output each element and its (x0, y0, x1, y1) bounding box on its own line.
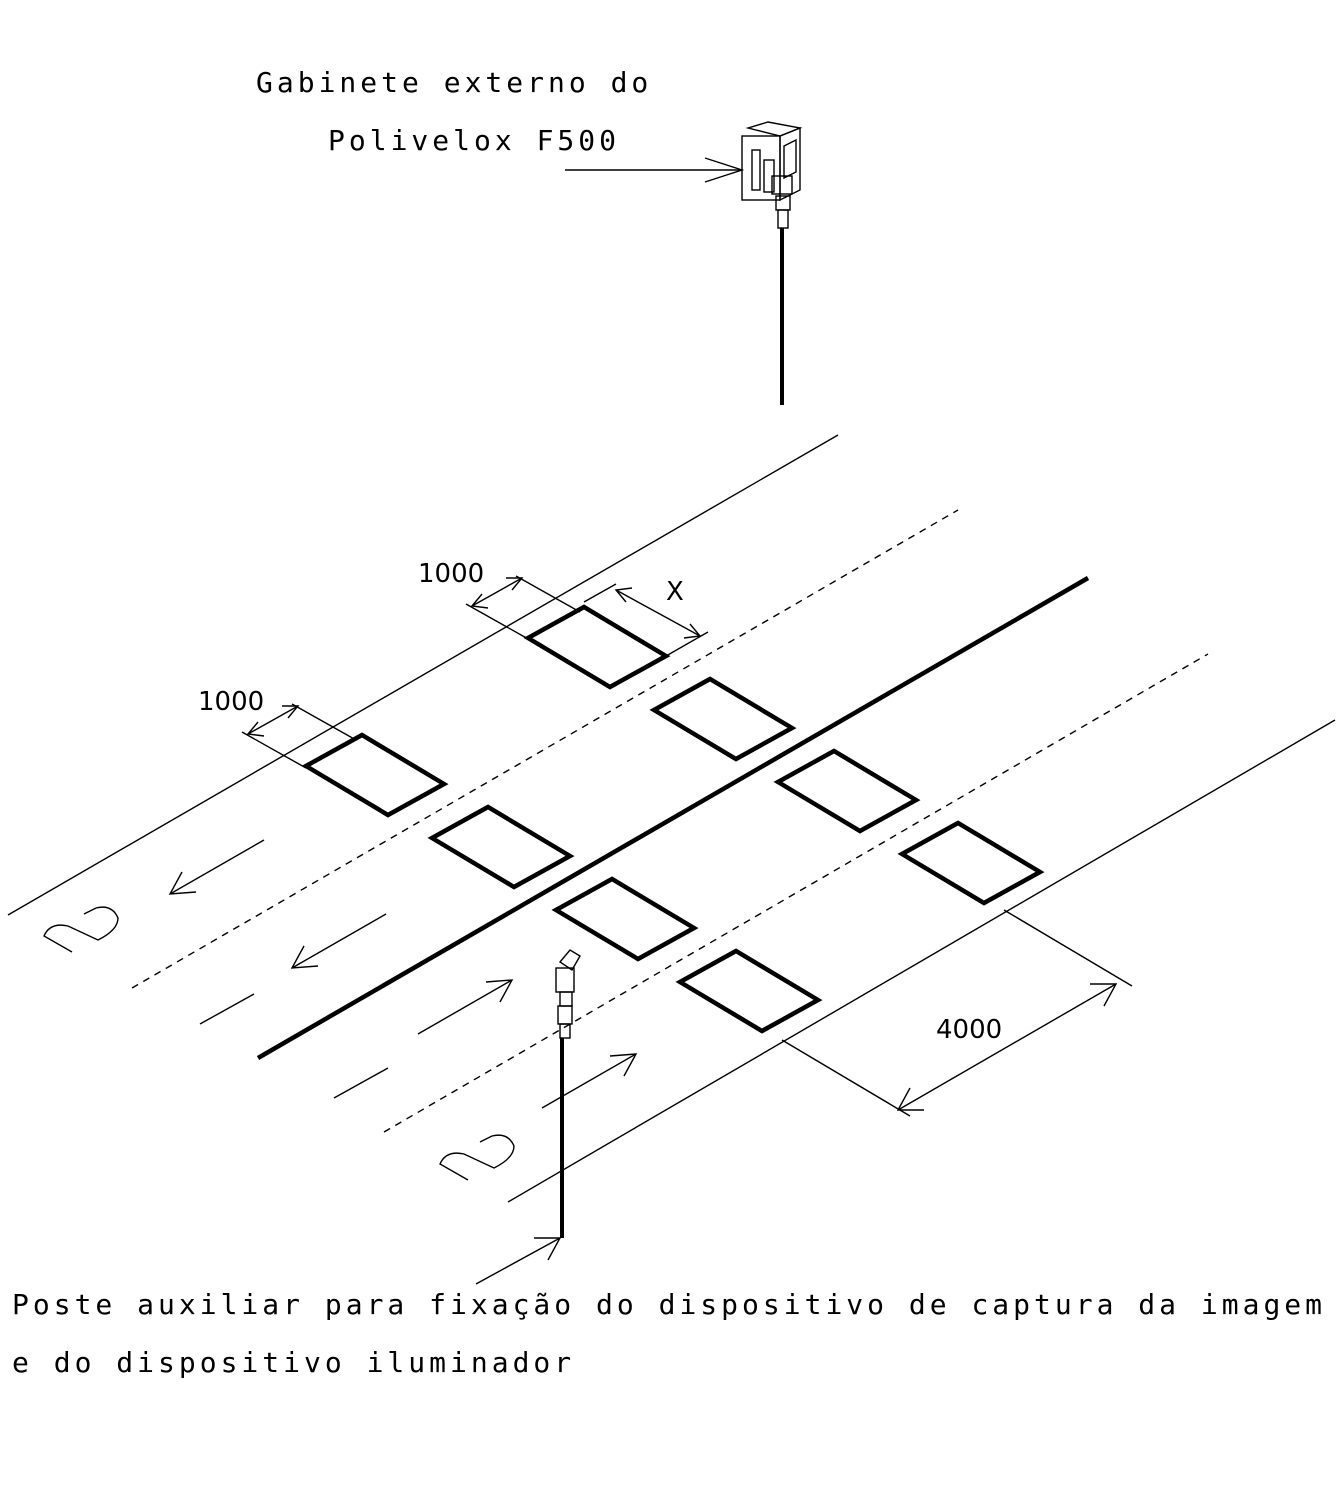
cabinet-label-line2: Polivelox F500 (328, 124, 620, 157)
pole-label-line2: e do dispositivo iluminador (12, 1346, 575, 1379)
lane-number-upper: 2 (43, 906, 119, 953)
pole-label-line1: Poste auxiliar para fixação do dispositi… (12, 1288, 1326, 1321)
road-edge-top (7, 434, 839, 916)
dimension-label-x: X (666, 577, 684, 607)
dimension-lane-width: 4000 (781, 909, 1133, 1117)
loop (427, 804, 575, 890)
lane-divider-upper (131, 509, 959, 989)
lane-dash (199, 993, 255, 1025)
loop (301, 732, 449, 818)
center-line (256, 576, 1090, 1060)
dimension-loop-width-top: 1000 (418, 559, 581, 641)
cabinet-leader-arrow (565, 157, 745, 183)
loop (675, 948, 823, 1034)
road-edge-bottom (507, 719, 1336, 1203)
direction-arrow-right (417, 979, 514, 1035)
loop (523, 604, 671, 690)
direction-arrow-left (168, 839, 265, 895)
lane-number-lower: 2 (439, 1134, 515, 1181)
dimension-label-1000-top: 1000 (418, 559, 484, 589)
cabinet-icon (741, 121, 803, 229)
dimension-loop-spacing: X (583, 577, 709, 657)
loop (773, 748, 921, 834)
direction-arrow-left (290, 913, 387, 969)
camera-icon (555, 949, 581, 1039)
dimension-label-4000: 4000 (936, 1015, 1002, 1045)
pole-leader-arrow (475, 1237, 562, 1285)
loop (649, 676, 797, 762)
loop (897, 820, 1045, 906)
svg-text:2: 2 (470, 1159, 472, 1161)
direction-arrow-right (541, 1053, 638, 1109)
lane-divider-lower (383, 653, 1209, 1133)
svg-text:2: 2 (60, 929, 62, 931)
dimension-loop-width-left: 1000 (198, 687, 357, 769)
lane-dash (333, 1067, 389, 1099)
cabinet-label-line1: Gabinete externo do (256, 66, 652, 99)
dimension-label-1000-left: 1000 (198, 687, 264, 717)
loop (551, 876, 699, 962)
